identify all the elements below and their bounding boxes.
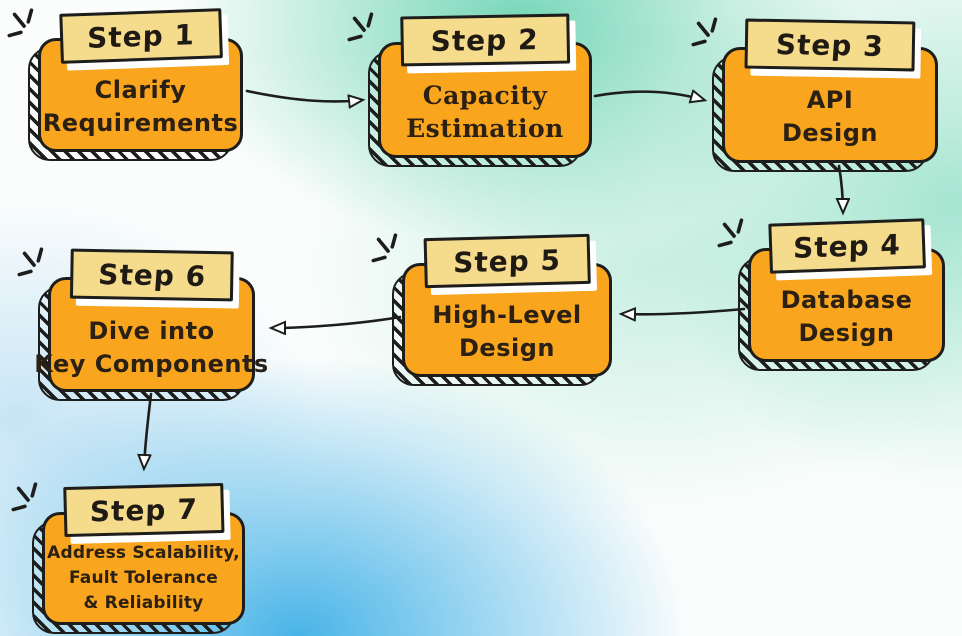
arrow-step4-step5	[622, 309, 746, 314]
step-label-tab: Step 4	[767, 218, 926, 274]
sparkle-icon	[371, 233, 398, 263]
step-6-node: Dive into Key Components Step 6	[17, 247, 268, 401]
step-text-line: Design	[459, 334, 555, 362]
sparkle-icon	[717, 218, 744, 248]
step-text-line: Design	[798, 319, 895, 347]
sparkle-icon	[11, 482, 38, 512]
step-text-line: Key Components	[34, 349, 269, 378]
step-text-line: Capacity	[422, 81, 548, 110]
step-label-tab: Step 1	[58, 8, 223, 64]
step-label-tab: Step 6	[69, 248, 234, 302]
arrow-step5-step6	[272, 315, 402, 328]
step-text-line: Database	[780, 286, 913, 314]
step-2-node: Capacity Estimation Step 2	[347, 12, 592, 167]
step-label-tab: Step 5	[423, 233, 591, 289]
step-text-line: Requirements	[42, 109, 239, 137]
sparkle-icon	[691, 17, 718, 47]
step-label: Step 4	[792, 227, 901, 265]
step-text-line: API	[806, 86, 854, 114]
step-label: Step 1	[86, 17, 195, 55]
arrow-step2-step3	[593, 92, 704, 100]
sparkle-icon	[347, 12, 374, 42]
step-label-tab: Step 3	[744, 18, 916, 72]
arrow-step1-step2	[245, 89, 362, 101]
step-label-tab: Step 7	[62, 482, 225, 538]
sparkle-icon	[17, 247, 44, 277]
step-text-line: & Reliability	[83, 593, 204, 613]
step-text-line: Design	[782, 119, 878, 147]
step-7-node: Address Scalability, Fault Tolerance & R…	[11, 482, 245, 634]
step-text-line: Dive into	[88, 316, 215, 345]
step-3-node: API Design Step 3	[691, 17, 938, 172]
step-4-node: Database Design Step 4	[717, 218, 945, 371]
step-label: Step 3	[774, 27, 886, 63]
step-label-tab: Step 2	[400, 13, 570, 67]
step-label: Step 6	[96, 257, 207, 293]
step-text-line: High-Level	[432, 301, 582, 329]
step-label: Step 2	[430, 22, 540, 58]
sparkle-icon	[7, 8, 34, 38]
step-text-line: Fault Tolerance	[68, 568, 218, 588]
arrow-step3-step4	[839, 164, 843, 212]
step-text-line: Address Scalability,	[47, 543, 240, 563]
step-label: Step 7	[89, 492, 198, 528]
step-text-line: Estimation	[406, 114, 564, 143]
step-1-node: Clarify Requirements Step 1	[7, 8, 243, 161]
step-text-line: Clarify	[94, 76, 187, 104]
step-5-node: High-Level Design Step 5	[371, 233, 612, 386]
arrow-step6-step7	[144, 392, 153, 468]
step-label: Step 5	[452, 243, 562, 279]
